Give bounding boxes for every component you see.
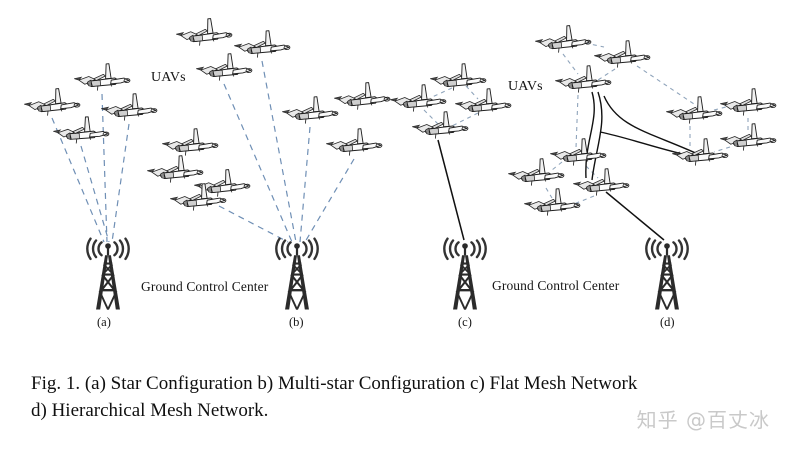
ground-control-center-tower [645, 237, 689, 311]
uav-icon [453, 86, 513, 118]
uav-icon [718, 86, 778, 118]
panel-a-uav-swarm [22, 61, 159, 146]
uav-icon [324, 126, 384, 158]
uav-icon [410, 109, 470, 141]
uav-icon [194, 51, 254, 83]
panel-a-star-configuration [22, 61, 159, 311]
panel-b-uav-swarm [145, 16, 392, 213]
uav-icon [160, 126, 220, 158]
panel-d-hierarchical-mesh-network [506, 23, 778, 311]
panel-c-mesh-links [423, 85, 479, 127]
panel-c-gcc-link [437, 139, 465, 241]
panel-label-c: (c) [458, 315, 472, 329]
caption-line-2: d) Hierarchical Mesh Network. [31, 400, 269, 421]
uav-icon [99, 91, 159, 123]
caption-line-1: Fig. 1. (a) Star Configuration b) Multi-… [31, 373, 638, 394]
panel-b-uplinks [218, 60, 355, 243]
uav-icon [533, 23, 593, 56]
uav-icon [22, 86, 82, 119]
ground-control-center-tower [443, 237, 487, 311]
uav-icon [388, 82, 448, 114]
panel-b-multi-star-configuration [145, 16, 392, 311]
panel-label-a: (a) [97, 315, 111, 329]
uav-icon [553, 63, 613, 95]
uav-icon [670, 136, 730, 168]
uav-icon [280, 94, 340, 126]
uav-icon [571, 166, 631, 198]
ground-control-center-label-panel-c: Ground Control Center [492, 278, 620, 293]
uavs-label-panel-c: UAVs [508, 79, 543, 94]
ground-control-center-tower [275, 237, 319, 311]
panel-label-d: (d) [660, 315, 675, 329]
uav-icon [548, 136, 608, 168]
panel-d-cluster-links [545, 42, 749, 205]
uav-icon [72, 61, 132, 93]
panel-label-b: (b) [289, 315, 304, 329]
uav-icon [174, 16, 234, 49]
watermark: 知乎 @百丈冰 [636, 408, 770, 432]
ground-control-center-tower [86, 237, 130, 311]
panel-d-gcc-link [605, 191, 665, 241]
uav-icon [592, 38, 652, 70]
panel-c-uav-swarm [388, 61, 513, 141]
uav-icon [145, 153, 205, 185]
uavs-label-panel-a: UAVs [151, 70, 186, 85]
figure-caption: Fig. 1. (a) Star Configuration b) Multi-… [31, 370, 761, 424]
panel-a-uplinks [51, 93, 130, 243]
uav-icon [664, 94, 724, 126]
uav-icon [332, 80, 392, 113]
uav-icon [506, 156, 566, 188]
uav-icon [428, 61, 488, 93]
panel-d-backbone-links [585, 91, 701, 181]
uav-icon [522, 186, 582, 218]
panel-c-flat-mesh-network [388, 61, 513, 311]
panel-d-uav-swarm [506, 23, 778, 218]
ground-control-center-label-panel-a: Ground Control Center [141, 279, 269, 294]
uav-icon [232, 28, 292, 60]
